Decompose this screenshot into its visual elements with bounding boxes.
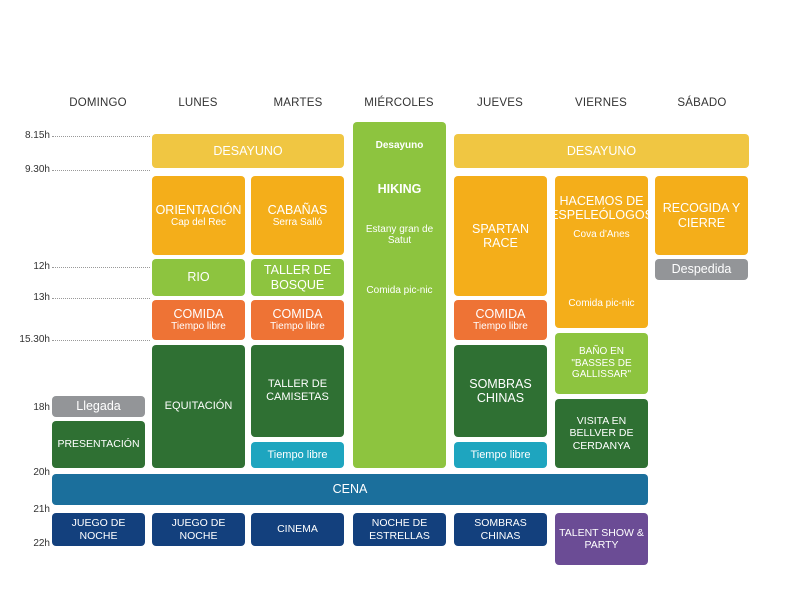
time-label: 22h	[33, 538, 50, 549]
picnic-label: Comida pic-nic	[568, 298, 635, 310]
sombras-label: SOMBRAS CHINAS	[474, 517, 527, 542]
noche-estrellas-label: NOCHE DE ESTRELLAS	[369, 517, 430, 542]
juego-noche-block: JUEGO DE NOCHE	[52, 513, 145, 546]
rio-label: RIO	[187, 270, 210, 285]
tiempo-libre-block: Tiempo libre	[454, 442, 547, 468]
spartan-label: SPARTAN RACE	[472, 221, 529, 250]
spartan-block: SPARTAN RACE	[454, 176, 547, 296]
cinema-label: CINEMA	[277, 523, 318, 536]
espeleologos-block: HACEMOS DE ESPELEÓLOGOS Cova d'Anes Comi…	[550, 176, 653, 328]
comida-label: COMIDA	[173, 307, 224, 322]
time-guide	[52, 136, 150, 137]
desayuno-label: DESAYUNO	[566, 143, 637, 158]
cabanas-label: CABAÑAS	[267, 202, 328, 217]
time-label: 12h	[33, 261, 50, 272]
visita-label: VISITA EN BELLVER DE CERDANYA	[569, 415, 634, 452]
espeleologos-sub: Cova d'Anes	[573, 228, 630, 240]
orientacion-sub: Cap del Rec	[170, 216, 227, 228]
day-viernes: VIERNES	[575, 97, 627, 109]
tiempo-libre-label: Tiempo libre	[270, 321, 325, 333]
estany-label: Estany gran de Satut	[365, 223, 434, 247]
sombras-noche-block: SOMBRAS CHINAS	[454, 513, 547, 546]
llegada-label: Llegada	[76, 399, 121, 414]
recogida-label: RECOGIDA Y CIERRE	[662, 201, 741, 230]
time-label: 9.30h	[24, 164, 50, 175]
cena-block: CENA	[52, 474, 648, 505]
juego-noche-label: JUEGO DE NOCHE	[171, 517, 226, 542]
time-label: 15.30h	[19, 334, 50, 345]
presentacion-label: PRESENTACIÓN	[57, 438, 140, 451]
time-label: 18h	[33, 402, 50, 413]
sombras-label: SOMBRAS CHINAS	[469, 376, 532, 405]
time-guide	[52, 267, 150, 268]
day-martes: MARTES	[273, 97, 323, 109]
comida-block: COMIDA Tiempo libre	[454, 300, 547, 340]
bano-label: BAÑO EN "BASSES DE GALLISSAR"	[571, 346, 632, 381]
day-lunes: LUNES	[178, 97, 218, 109]
orientacion-block: ORIENTACIÓN Cap del Rec	[152, 176, 245, 255]
cabanas-sub: Serra Salló	[272, 216, 323, 228]
hiking-label: HIKING	[377, 181, 422, 196]
tiempo-libre-label: Tiempo libre	[473, 321, 528, 333]
equitacion-label: EQUITACIÓN	[164, 400, 233, 413]
desayuno-block: DESAYUNO	[454, 134, 749, 168]
despedida-label: Despedida	[671, 262, 732, 277]
juego-noche-label: JUEGO DE NOCHE	[71, 517, 126, 542]
presentacion-block: PRESENTACIÓN	[52, 421, 145, 468]
picnic-label: Comida pic-nic	[366, 284, 433, 296]
taller-bosque-label: TALLER DE BOSQUE	[263, 263, 332, 292]
day-miercoles: MIÉRCOLES	[364, 97, 434, 109]
cabanas-block: CABAÑAS Serra Salló	[251, 176, 344, 255]
miercoles-desayuno: Desayuno	[375, 140, 424, 151]
bano-block: BAÑO EN "BASSES DE GALLISSAR"	[555, 333, 648, 394]
talent-label: TALENT SHOW & PARTY	[559, 526, 644, 551]
day-jueves: JUEVES	[477, 97, 523, 109]
tiempo-libre-label: Tiempo libre	[267, 448, 328, 461]
time-guide	[52, 170, 150, 171]
desayuno-label: DESAYUNO	[213, 143, 283, 158]
noche-estrellas-block: NOCHE DE ESTRELLAS	[353, 513, 446, 546]
comida-label: COMIDA	[272, 307, 323, 322]
desayuno-block: DESAYUNO	[152, 134, 344, 168]
equitacion-block: EQUITACIÓN	[152, 345, 245, 468]
espeleologos-label: HACEMOS DE ESPELEÓLOGOS	[550, 194, 653, 223]
time-label: 20h	[33, 467, 50, 478]
time-label: 13h	[33, 292, 50, 303]
time-label: 21h	[33, 504, 50, 515]
comida-block: COMIDA Tiempo libre	[251, 300, 344, 340]
juego-noche-block: JUEGO DE NOCHE	[152, 513, 245, 546]
recogida-block: RECOGIDA Y CIERRE	[655, 176, 748, 255]
sombras-block: SOMBRAS CHINAS	[454, 345, 547, 437]
cinema-block: CINEMA	[251, 513, 344, 546]
taller-bosque-block: TALLER DE BOSQUE	[251, 259, 344, 296]
tiempo-libre-label: Tiempo libre	[171, 321, 226, 333]
taller-camisetas-block: TALLER DE CAMISETAS	[251, 345, 344, 437]
day-domingo: DOMINGO	[69, 97, 127, 109]
orientacion-label: ORIENTACIÓN	[155, 202, 242, 217]
despedida-block: Despedida	[655, 259, 748, 280]
rio-block: RIO	[152, 259, 245, 296]
tiempo-libre-block: Tiempo libre	[251, 442, 344, 468]
hiking-block: Desayuno HIKING Estany gran de Satut Com…	[353, 122, 446, 468]
tiempo-libre-label: Tiempo libre	[470, 448, 531, 461]
time-guide	[52, 340, 150, 341]
time-label: 8.15h	[24, 130, 50, 141]
llegada-block: Llegada	[52, 396, 145, 417]
day-sabado: SÁBADO	[677, 97, 727, 109]
comida-block: COMIDA Tiempo libre	[152, 300, 245, 340]
talent-block: TALENT SHOW & PARTY	[555, 513, 648, 565]
taller-camisetas-label: TALLER DE CAMISETAS	[266, 378, 329, 403]
time-guide	[52, 298, 150, 299]
cena-label: CENA	[332, 482, 368, 497]
comida-label: COMIDA	[475, 307, 526, 322]
visita-block: VISITA EN BELLVER DE CERDANYA	[555, 399, 648, 468]
